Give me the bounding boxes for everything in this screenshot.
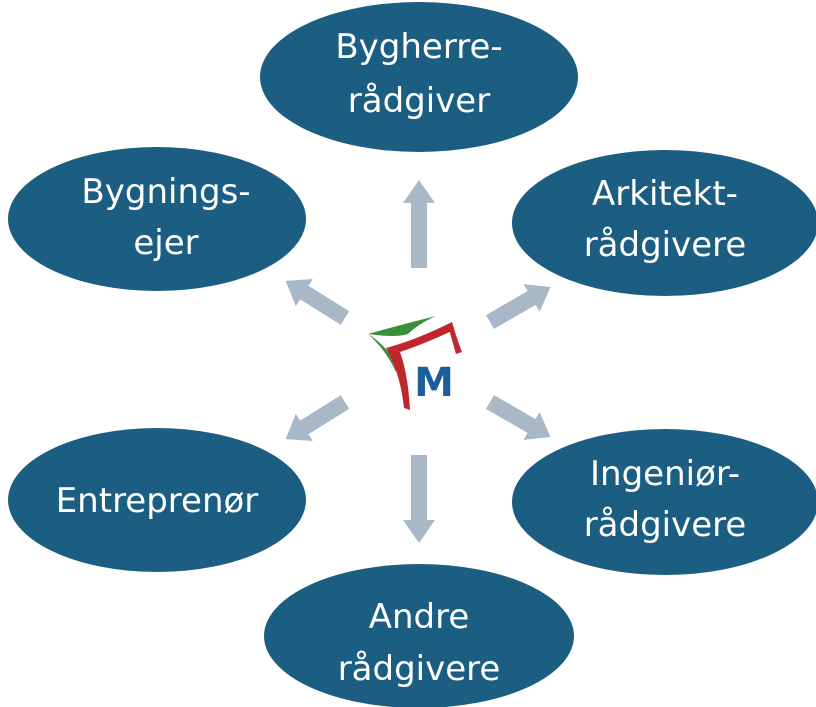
- node-bygherre: Bygherre- rådgiver: [260, 2, 578, 152]
- logo-red-stroke-icon: [386, 348, 410, 410]
- node-ingenior-line-2: rådgivere: [584, 505, 747, 545]
- node-arkitekt-line-2: rådgivere: [584, 225, 747, 265]
- node-bygherre-line-1: Bygherre-: [335, 27, 502, 67]
- logo-green-stroke-icon: [368, 334, 398, 372]
- node-ingenior-line-1: Ingeniør-: [590, 454, 740, 494]
- arrow-up-left: [285, 278, 350, 325]
- logo-green-swoosh-icon: [368, 316, 436, 336]
- node-ingenior: Ingeniør- rådgivere: [512, 429, 816, 575]
- logo-letter: M: [414, 360, 454, 406]
- node-bygningsejer-line-1: Bygnings-: [81, 172, 250, 212]
- arrow-down: [403, 455, 435, 543]
- node-entreprenor: Entreprenør: [8, 428, 306, 572]
- arrow-up: [403, 180, 435, 268]
- node-andre: Andre rådgivere: [264, 564, 574, 707]
- arrow-down-right: [486, 395, 551, 440]
- center-logo: M: [368, 316, 462, 410]
- node-bygningsejer-line-2: ejer: [133, 223, 198, 263]
- logo-red-right-icon: [448, 322, 462, 354]
- arrow-down-left: [285, 395, 350, 442]
- node-bygherre-line-2: rådgiver: [348, 81, 490, 121]
- node-bygningsejer: Bygnings- ejer: [8, 147, 306, 291]
- node-andre-line-2: rådgivere: [338, 649, 501, 689]
- node-andre-line-1: Andre: [369, 597, 470, 637]
- node-arkitekt-line-1: Arkitekt-: [592, 174, 738, 214]
- node-entreprenor-line-1: Entreprenør: [56, 481, 259, 521]
- node-arkitekt: Arkitekt- rådgivere: [512, 150, 816, 296]
- logo-red-swoosh-icon: [386, 322, 454, 352]
- arrow-up-right: [486, 284, 551, 329]
- arrows: [285, 180, 551, 543]
